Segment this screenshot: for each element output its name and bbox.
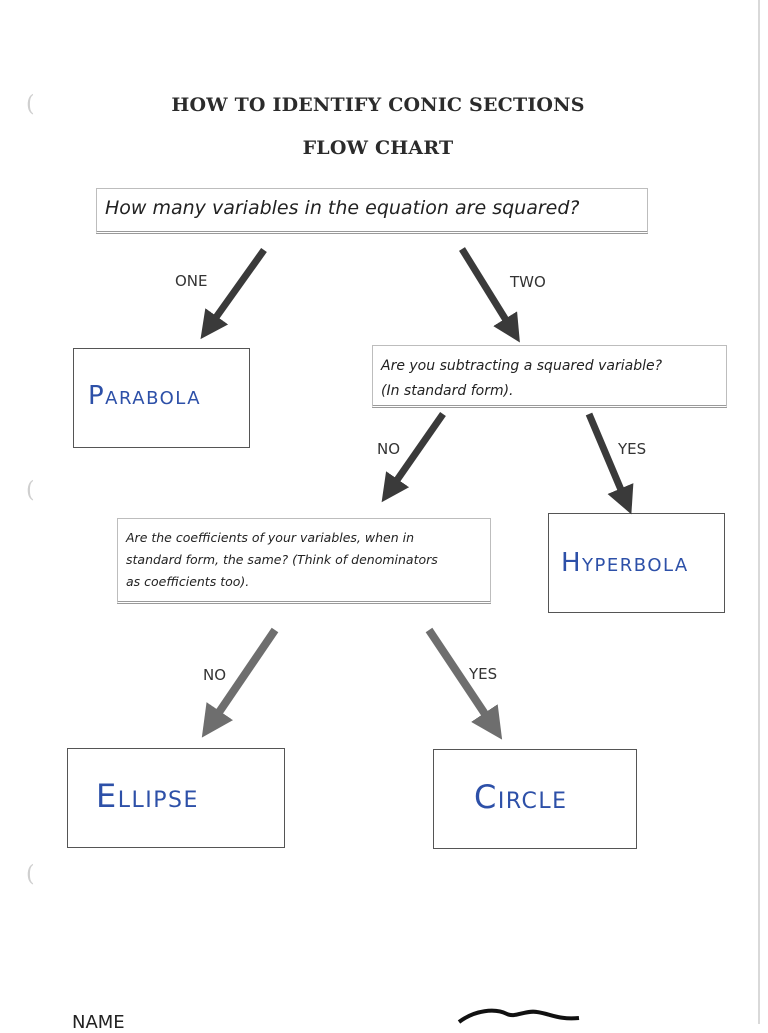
label-no: NO — [203, 666, 227, 684]
punch-hole-mark: ( — [26, 862, 35, 887]
arrow-one — [200, 247, 267, 340]
question-text-line: (In standard form). — [381, 383, 514, 399]
question-text-line: as coefficients too). — [126, 574, 250, 589]
question-box-coefficients: Are the coefficients of your variables, … — [117, 518, 491, 604]
label-no: NO — [377, 440, 401, 458]
answer-ellipse: Ellipse — [96, 777, 199, 815]
question-text-line: Are the coefficients of your variables, … — [126, 530, 415, 545]
signature-scribble — [457, 1008, 580, 1024]
question-text-line: standard form, the same? (Think of denom… — [126, 552, 438, 567]
label-yes: YES — [618, 440, 647, 458]
answer-parabola: Parabola — [88, 381, 202, 411]
name-label-partial: NAME — [72, 1012, 125, 1033]
label-one: ONE — [175, 272, 208, 290]
answer-box-hyperbola: Hyperbola — [548, 513, 725, 613]
answer-box-circle: Circle — [433, 749, 637, 849]
answer-hyperbola: Hyperbola — [561, 548, 689, 578]
question-text: How many variables in the equation are s… — [105, 197, 580, 219]
answer-box-ellipse: Ellipse — [67, 748, 285, 848]
arrow-yes-2 — [425, 627, 503, 740]
page-title: HOW TO IDENTIFY CONIC SECTIONS — [171, 94, 585, 116]
question-box-variables-squared: How many variables in the equation are s… — [96, 188, 648, 234]
arrow-no-2 — [201, 627, 279, 738]
question-text-line: Are you subtracting a squared variable? — [381, 358, 663, 374]
punch-hole-mark: ( — [26, 478, 35, 503]
answer-circle: Circle — [474, 778, 568, 816]
arrow-two — [459, 247, 520, 343]
arrow-yes-1 — [585, 412, 634, 515]
label-yes: YES — [469, 665, 498, 683]
arrow-no-1 — [381, 412, 446, 503]
question-box-subtracting: Are you subtracting a squared variable? … — [372, 345, 727, 408]
page-edge — [758, 0, 760, 1024]
page-subtitle: FLOW CHART — [302, 137, 454, 159]
punch-hole-mark: ( — [26, 92, 35, 117]
label-two: TWO — [510, 273, 546, 291]
answer-box-parabola: Parabola — [73, 348, 250, 448]
